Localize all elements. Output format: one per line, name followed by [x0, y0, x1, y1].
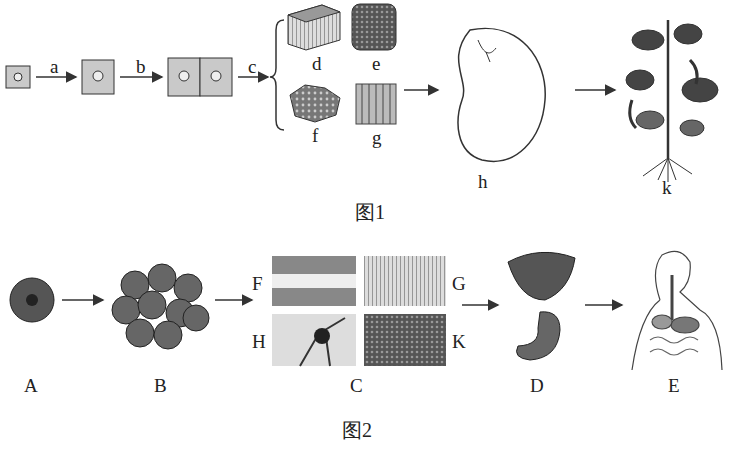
part-label: D [530, 376, 544, 395]
part-label: c [248, 57, 256, 76]
part-label: h [478, 172, 488, 191]
part-label: H [252, 332, 266, 351]
part-label: e [372, 54, 380, 73]
part-label: B [154, 376, 167, 395]
part-label: F [252, 274, 263, 293]
part-label: k [662, 178, 672, 197]
part-label: d [312, 54, 322, 73]
part-label: G [452, 274, 466, 293]
part-label: K [452, 332, 466, 351]
part-label: a [50, 57, 58, 76]
part-label: C [350, 376, 363, 395]
figure-caption: 图1 [355, 202, 385, 222]
part-label: f [312, 126, 318, 145]
figure-caption: 图2 [342, 420, 372, 440]
part-label: b [136, 57, 146, 76]
part-label: g [372, 128, 382, 147]
part-label: A [24, 376, 38, 395]
part-label: E [668, 376, 680, 395]
